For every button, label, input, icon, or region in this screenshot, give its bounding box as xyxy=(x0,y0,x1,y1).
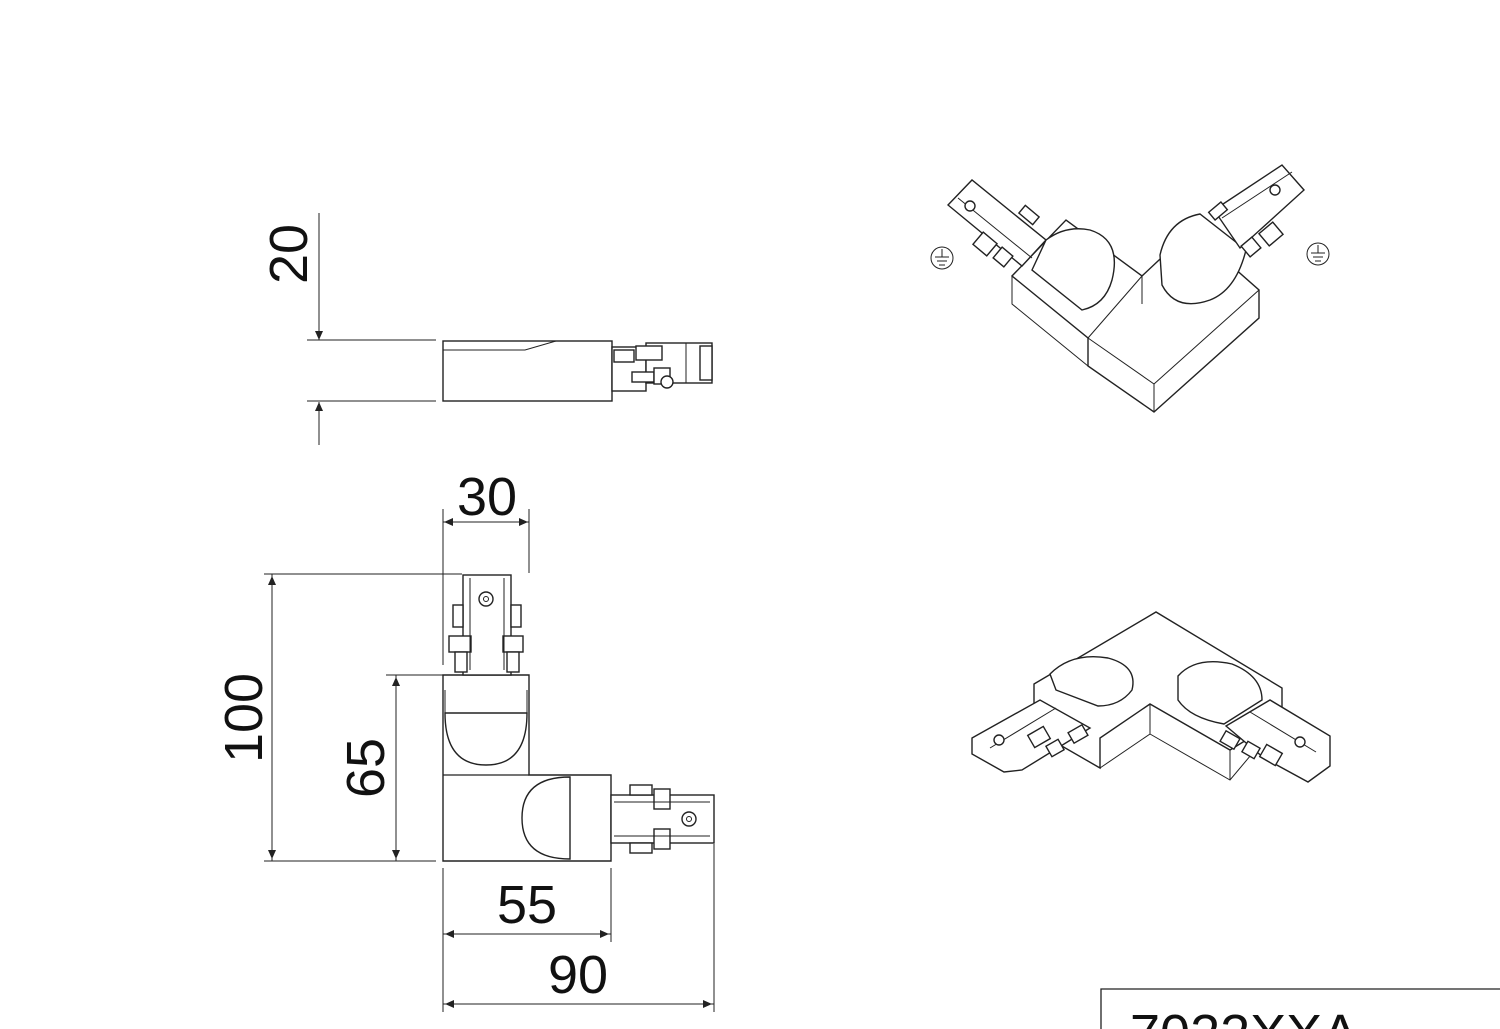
dimension-width-total: 90 xyxy=(443,844,715,1012)
top-connector-vertical xyxy=(448,574,524,676)
side-body xyxy=(442,340,613,402)
screw-icon xyxy=(1269,184,1281,196)
dimension-width-top: 30 xyxy=(442,467,530,665)
dimension-length-inner: 65 xyxy=(336,674,443,861)
ground-symbol-icon xyxy=(930,246,954,270)
dimension-height-label: 20 xyxy=(259,224,319,284)
dimension-height: 20 xyxy=(259,213,436,445)
dimension-length-base-label: 55 xyxy=(497,875,557,935)
dimension-width-total-label: 90 xyxy=(548,945,608,1005)
top-connector-horizontal xyxy=(610,784,715,854)
dimension-length-total: 100 xyxy=(214,573,462,862)
screw-icon xyxy=(478,591,494,607)
side-view: 20 xyxy=(259,213,713,445)
screw-icon xyxy=(1294,736,1306,748)
ground-symbol-icon xyxy=(1306,242,1330,266)
top-view: 30 100 65 55 xyxy=(214,467,715,1012)
iso-upper-connector-left xyxy=(946,179,1048,268)
screw-icon xyxy=(681,811,697,827)
dimension-length-inner-label: 65 xyxy=(336,738,396,798)
side-connector xyxy=(611,342,713,392)
isometric-view-lower xyxy=(971,611,1331,783)
dimension-length-base: 55 xyxy=(442,868,612,1012)
iso-lower-connector-right xyxy=(1219,699,1331,783)
dimension-width-top-label: 30 xyxy=(457,467,517,527)
screw-icon xyxy=(993,734,1005,746)
title-block: 7022XXA xyxy=(1100,988,1500,1029)
dimension-length-total-label: 100 xyxy=(214,673,274,763)
top-body xyxy=(442,674,612,862)
isometric-view-upper xyxy=(930,164,1330,413)
model-number: 7022XXA xyxy=(1130,1004,1358,1029)
iso-upper-connector-right xyxy=(1207,164,1305,258)
iso-lower-connector-left xyxy=(971,699,1092,773)
screw-icon xyxy=(964,200,976,212)
